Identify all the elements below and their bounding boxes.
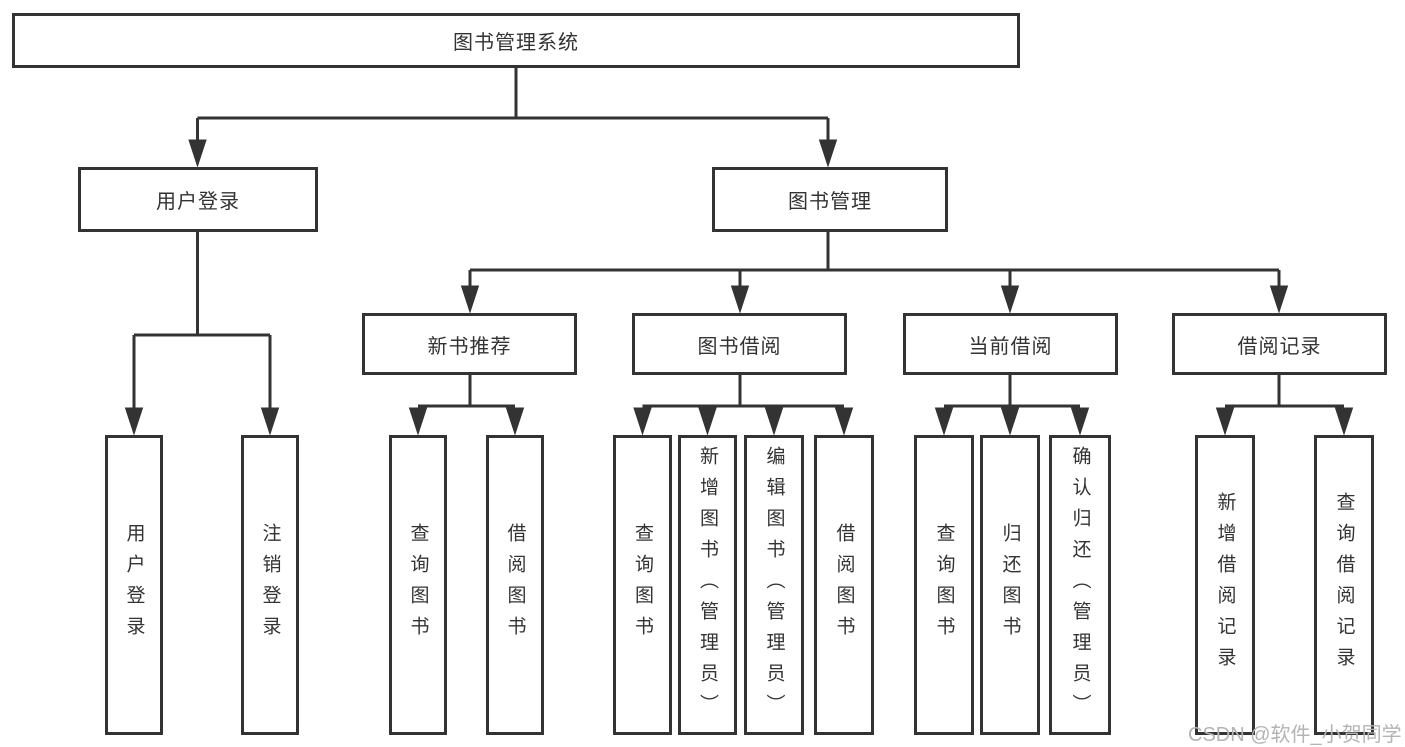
node-book-borrow: 图书借阅 (632, 313, 847, 375)
leaf-query-books-2: 查询图书 (613, 435, 672, 735)
arrowhead (1000, 285, 1020, 314)
leaf-query-books-1: 查询图书 (389, 435, 447, 735)
leaf-query-borrow-record: 查询借阅记录 (1314, 435, 1374, 735)
leaf-query-books-3-label: 查询图书 (933, 523, 955, 647)
node-user-login-label: 用户登录 (156, 191, 240, 213)
connector-records-branch (1225, 375, 1344, 408)
node-new-book-rec-label: 新书推荐 (427, 335, 512, 358)
leaf-borrow-books-1: 借阅图书 (486, 435, 544, 735)
leaf-borrow-books-2-label: 借阅图书 (833, 523, 855, 647)
arrowhead (1215, 407, 1235, 436)
leaf-borrow-books-1-label: 借阅图书 (504, 523, 526, 647)
node-book-borrow-label: 图书借阅 (697, 335, 782, 358)
arrowhead (124, 407, 144, 436)
arrowhead (408, 407, 428, 436)
arrowhead (764, 407, 784, 436)
node-root: 图书管理系统 (12, 13, 1020, 68)
connector-userlogin-branch (132, 232, 272, 416)
leaf-confirm-return-admin-label: 确认归还（管理员） (1069, 445, 1091, 725)
node-current-borrow: 当前借阅 (903, 313, 1118, 375)
arrowhead (633, 407, 652, 436)
node-borrow-records: 借阅记录 (1172, 313, 1387, 375)
leaf-query-books-3: 查询图书 (914, 435, 974, 735)
leaf-borrow-books-2: 借阅图书 (814, 435, 874, 735)
arrowhead (1269, 285, 1289, 314)
arrowhead (260, 407, 280, 436)
arrowhead (1334, 407, 1354, 436)
arrowhead (1070, 407, 1090, 436)
leaf-return-books: 归还图书 (980, 435, 1040, 735)
arrowhead (730, 285, 750, 314)
leaf-confirm-return-admin: 确认归还（管理员） (1049, 435, 1111, 735)
node-root-label: 图书管理系统 (453, 32, 579, 54)
node-book-mgmt: 图书管理 (712, 167, 948, 232)
connector-newbook-branch (418, 375, 515, 408)
leaf-add-book-admin-label: 新增图书（管理员） (697, 445, 718, 725)
leaf-add-borrow-record: 新增借阅记录 (1195, 435, 1255, 735)
arrowhead (188, 139, 207, 168)
leaf-query-borrow-record-label: 查询借阅记录 (1333, 492, 1355, 678)
node-current-borrow-label: 当前借阅 (968, 335, 1053, 358)
arrowhead (505, 407, 525, 436)
leaf-user-login: 用户登录 (105, 435, 163, 735)
leaf-return-books-label: 归还图书 (999, 523, 1021, 647)
connector-borrow-branch (642, 375, 844, 408)
node-user-login: 用户登录 (78, 167, 318, 232)
arrowhead (460, 285, 480, 314)
arrowhead (698, 407, 717, 436)
connector-current-branch (944, 375, 1080, 408)
node-borrow-records-label: 借阅记录 (1237, 335, 1322, 358)
arrowhead (818, 139, 838, 168)
arrowhead (834, 407, 854, 436)
node-book-mgmt-label: 图书管理 (788, 191, 872, 213)
leaf-query-books-2-label: 查询图书 (632, 523, 653, 647)
leaf-edit-book-admin-label: 编辑图书（管理员） (763, 445, 785, 725)
leaf-edit-book-admin: 编辑图书（管理员） (744, 435, 804, 735)
leaf-add-book-admin: 新增图书（管理员） (678, 435, 737, 735)
node-new-book-rec: 新书推荐 (362, 313, 577, 375)
leaf-add-borrow-record-label: 新增借阅记录 (1214, 492, 1236, 678)
connector-bookmgmt-branch (468, 232, 1281, 292)
connector-root-to-level2 (196, 68, 830, 146)
arrowhead (1000, 407, 1020, 436)
leaf-query-books-1-label: 查询图书 (407, 523, 429, 647)
leaf-logout-label: 注销登录 (259, 523, 281, 647)
leaf-user-login-label: 用户登录 (123, 523, 145, 647)
arrowhead (934, 407, 954, 436)
leaf-logout: 注销登录 (241, 435, 299, 735)
watermark: CSDN @软件_小贺同学 (1188, 724, 1402, 746)
